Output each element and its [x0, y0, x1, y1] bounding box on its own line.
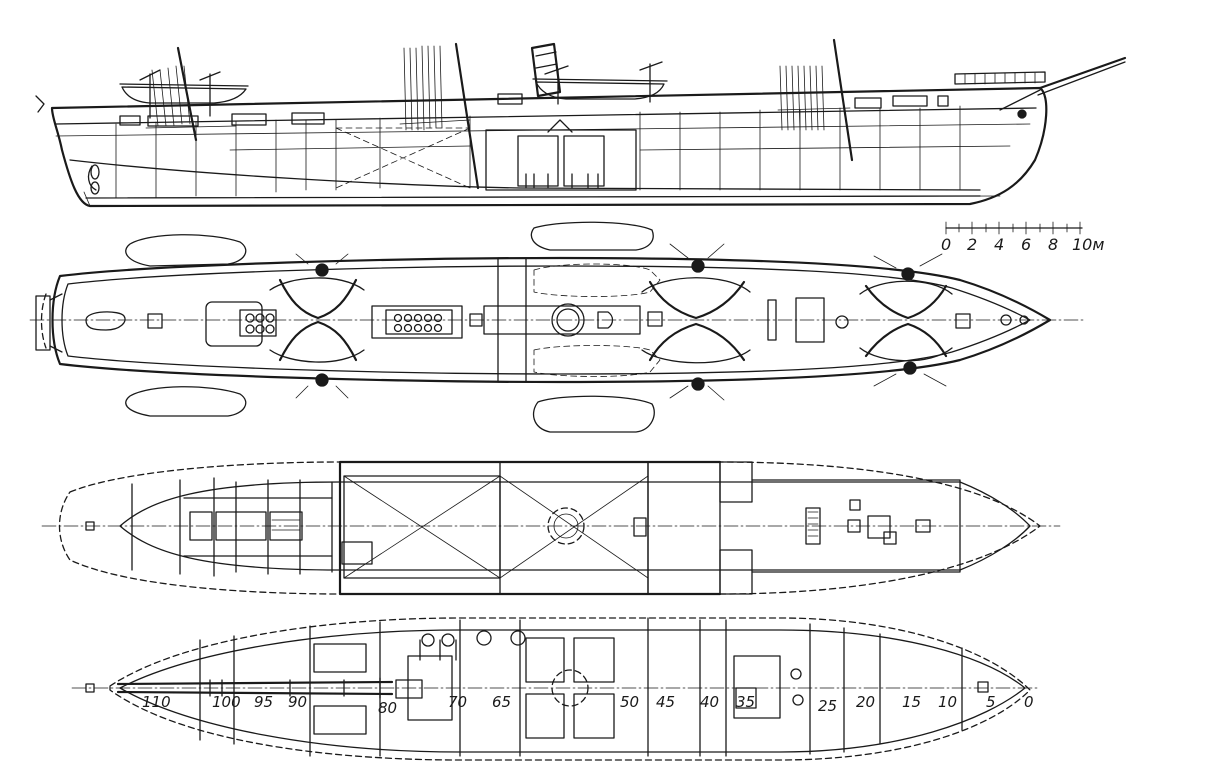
frame-numbers: 110 100 95 90 80 70 65 50 45 40 35 25 20…: [142, 693, 1034, 717]
profile-view: [35, 38, 1127, 208]
scale-tick-10: 10м: [1072, 235, 1104, 254]
frame-95: 95: [254, 693, 273, 711]
frame-65: 65: [492, 693, 511, 711]
frame-40: 40: [700, 693, 719, 711]
frame-25: 25: [818, 697, 837, 715]
frame-5: 5: [986, 693, 996, 711]
scale-tick-6: 6: [1021, 235, 1031, 254]
paddle-wheel-aft: [269, 263, 365, 387]
frame-50: 50: [620, 693, 639, 711]
hold-view: [71, 617, 1041, 761]
frame-10: 10: [938, 693, 957, 711]
scale-tick-0: 0: [941, 235, 951, 254]
upper-deck-view: [29, 221, 1086, 433]
scale-tick-2: 2: [967, 235, 977, 254]
scale-tick-8: 8: [1048, 235, 1058, 254]
scale-bar: 0 2 4 6 8 10м: [941, 221, 1104, 254]
scale-tick-4: 4: [994, 235, 1004, 254]
frame-20: 20: [856, 693, 875, 711]
lower-deck-view: [41, 460, 1061, 596]
frame-100: 100: [212, 693, 241, 711]
frame-35: 35: [736, 693, 755, 711]
frame-90: 90: [288, 693, 307, 711]
frame-80: 80: [378, 699, 397, 717]
frame-110: 110: [142, 693, 171, 711]
paddle-wheel-fore: [859, 267, 953, 375]
frame-45: 45: [656, 693, 675, 711]
paddle-wheel-mid: [641, 259, 751, 391]
frame-70: 70: [448, 693, 467, 711]
frame-15: 15: [902, 693, 921, 711]
frame-0: 0: [1024, 693, 1034, 711]
